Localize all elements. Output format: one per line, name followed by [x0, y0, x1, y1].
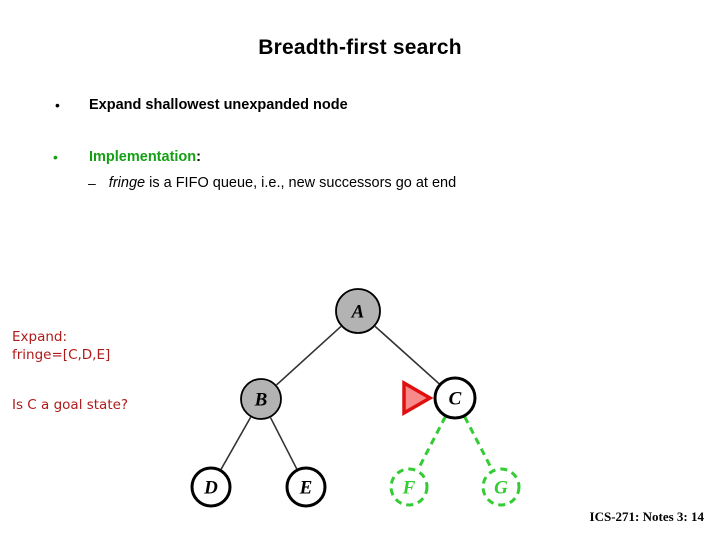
sub-bullet-item-fringe: – fringe is a FIFO queue, i.e., new succ… [88, 175, 456, 192]
footer-note: ICS-271: Notes 3: 14 [589, 509, 704, 524]
implementation-colon: : [196, 149, 201, 165]
tree-node-b[interactable]: B [240, 378, 282, 420]
tree-node-layer: A B C D E F G [190, 288, 521, 508]
tree-edge-a-b [276, 325, 342, 386]
annotation-goal-question: Is C a goal state? [12, 397, 129, 413]
node-label-b: B [254, 390, 268, 411]
node-circle-b [240, 378, 282, 420]
node-circle-f [389, 467, 429, 507]
tree-edge-a-c [374, 325, 440, 385]
annotation-fringe-line: fringe=[C,D,E] [12, 347, 111, 363]
dash-marker-icon: – [88, 175, 96, 191]
node-label-a: A [351, 302, 365, 323]
tree-edge-layer [220, 325, 494, 471]
node-label-e: E [299, 478, 313, 499]
node-circle-c [433, 376, 477, 420]
node-circle-d [190, 466, 232, 508]
fringe-rest-text: is a FIFO queue, i.e., new successors go… [145, 175, 457, 191]
bullet-text-expand: Expand shallowest unexpanded node [89, 97, 348, 113]
tree-node-e[interactable]: E [285, 466, 327, 508]
node-circle-g [481, 467, 521, 507]
bullet-marker-icon: • [55, 97, 60, 113]
node-circle-e [285, 466, 327, 508]
sub-bullet-text-fringe: fringe is a FIFO queue, i.e., new succes… [96, 175, 456, 192]
bullet-marker-icon: • [53, 149, 58, 165]
tree-edge-c-f [416, 415, 447, 471]
tree-node-g[interactable]: G [481, 467, 521, 507]
tree-pointer-layer [402, 379, 434, 417]
tree-edge-c-g [463, 415, 494, 471]
tree-node-a[interactable]: A [335, 288, 381, 334]
implementation-label: Implementation [89, 149, 197, 165]
search-tree-diagram: A B C D E F G [170, 278, 560, 518]
bullet-item-implementation: • Implementation: [53, 149, 201, 165]
node-label-d: D [203, 478, 218, 499]
tree-node-d[interactable]: D [190, 466, 232, 508]
page-title: Breadth-first search [258, 36, 462, 59]
node-circle-a [335, 288, 381, 334]
tree-edge-b-d [220, 416, 252, 471]
bullet-item-expand: • Expand shallowest unexpanded node [55, 97, 348, 113]
bullet-text-implementation: Implementation: [67, 149, 201, 165]
annotation-expand-fringe: Expand: fringe=[C,D,E] [12, 328, 110, 364]
tree-node-f[interactable]: F [389, 467, 429, 507]
tree-edge-b-e [269, 417, 298, 470]
node-label-c: C [449, 389, 462, 410]
annotation-expand-label: Expand: [12, 329, 68, 345]
node-label-g: G [494, 478, 508, 499]
tree-node-c[interactable]: C [433, 376, 477, 420]
fringe-emphasis: fringe [108, 175, 146, 191]
node-label-f: F [402, 478, 416, 499]
current-node-pointer-icon [402, 379, 434, 417]
search-tree-svg: A B C D E F G [190, 288, 521, 508]
